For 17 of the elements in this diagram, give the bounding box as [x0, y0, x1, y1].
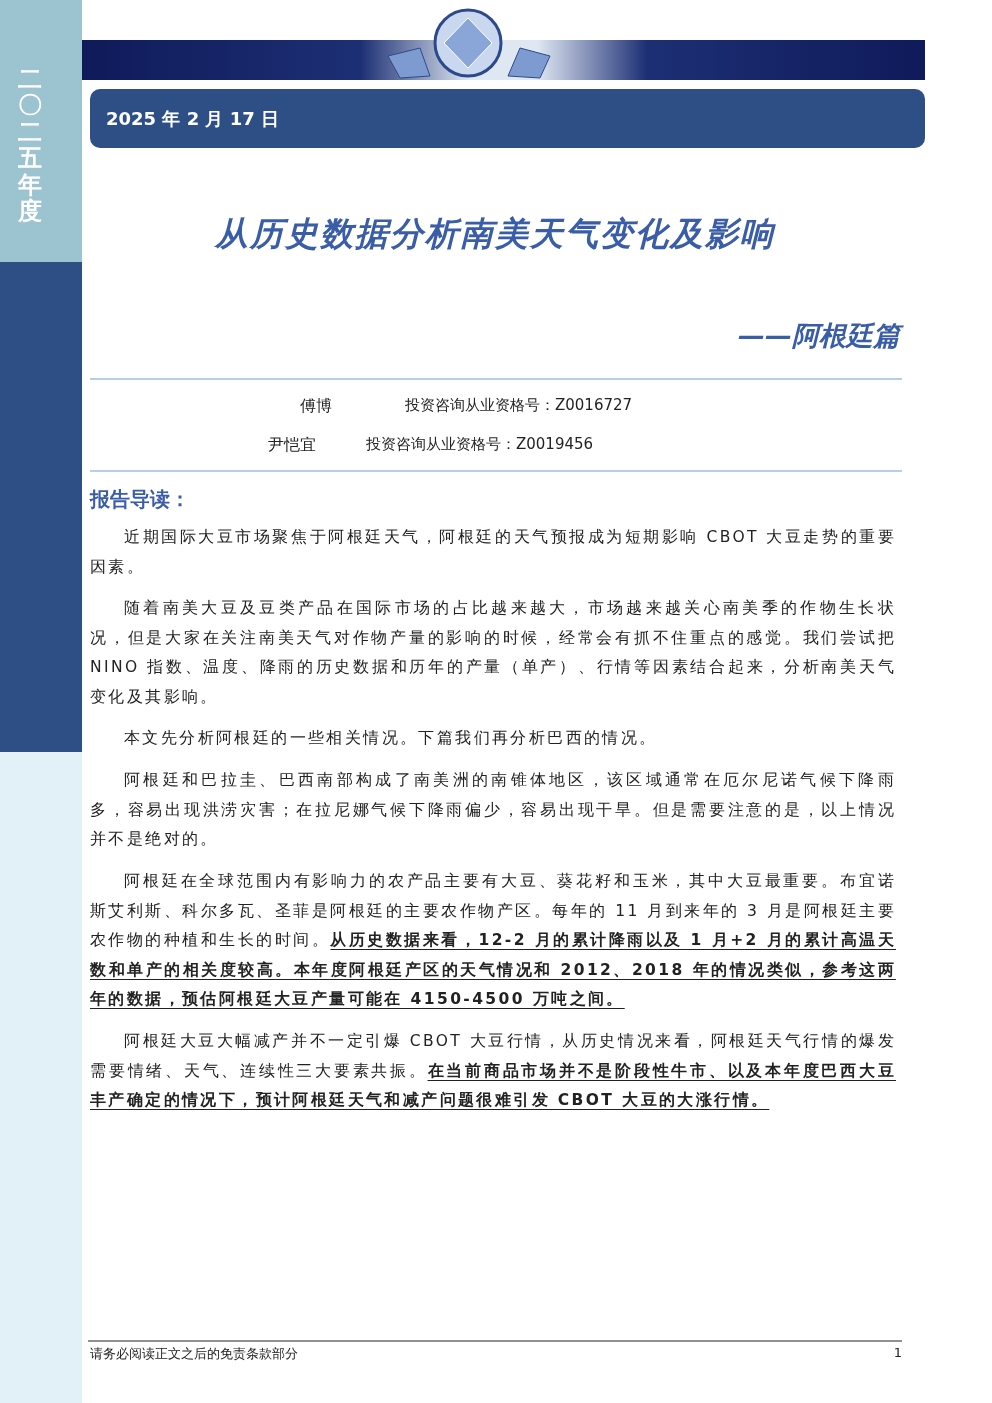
date-text: 2025 年 2 月 17 日: [106, 108, 279, 129]
date-banner: [90, 89, 925, 148]
page-number: 1: [892, 1345, 902, 1360]
year-vertical-text: 二〇二五年度: [18, 66, 42, 225]
qualification-number: 投资咨询从业资格号：Z0016727: [405, 396, 634, 415]
author-name: 尹恺宜: [268, 435, 317, 456]
paragraph: 随着南美大豆及豆类产品在国际市场的占比越来越大，市场越来越关心南美季的作物生长状况，但是大家在关注南美天气对作物产量的影响的时候，经常会有抓不住重点的感觉。我们尝试把 NINO 指数、温度、降雨的历史数据和历年的产量（单产）、行情等因素结合起来，分析南美天气变化及其影响。: [90, 598, 896, 708]
qualification-number: 投资咨询从业资格号：Z0019456: [366, 435, 595, 454]
footer-note: 请务必阅读正文之后的免责条款部分: [90, 1345, 299, 1363]
paragraph: 阿根廷大豆大幅减产并不一定引爆 CBOT 大豆行情，从历史情况来看，阿根廷天气行情的爆发需要情绪、天气、连续性三大要素共振。在当前商品市场并不是阶段性牛市、以及本年度巴西大豆丰产确定的情况下，预计阿根廷天气和减产问题很难引发 CBOT 大豆的大涨行情。: [90, 1031, 896, 1111]
section-heading: 报告导读：: [90, 486, 191, 513]
report-title: 从历史数据分析南美天气变化及影响: [213, 213, 777, 255]
author-name: 傅博: [300, 396, 333, 417]
paragraph: 阿根廷和巴拉圭、巴西南部构成了南美洲的南锥体地区，该区域通常在厄尔尼诺气候下降雨多，容易出现洪涝灾害；在拉尼娜气候下降雨偏少，容易出现干旱。但是需要注意的是，以上情况并不是绝对的。: [90, 770, 896, 850]
paragraph: 近期国际大豆市场聚焦于阿根廷天气，阿根廷的天气预报成为短期影响 CBOT 大豆走势的重要因素。: [90, 527, 896, 578]
paragraph: 本文先分析阿根廷的一些相关情况。下篇我们再分析巴西的情况。: [123, 728, 659, 749]
paragraph: 阿根廷在全球范围内有影响力的农产品主要有大豆、葵花籽和玉米，其中大豆最重要。布宜诺斯艾利斯、科尔多瓦、圣菲是阿根廷的主要农作物产区。每年的 11 月到来年的 3 月是阿根廷主要农作物的种植和生长的时间。从历史数据来看，12-2 月的累计降雨以及 1 月+2 月的累计高温天数和单产的相关度较高。本年度阿根廷产区的天气情况和 2012、2018 年的情况类似，参考这两年的数据，预估阿根廷大豆产量可能在 4150-4500 万吨之间。: [90, 871, 896, 1010]
